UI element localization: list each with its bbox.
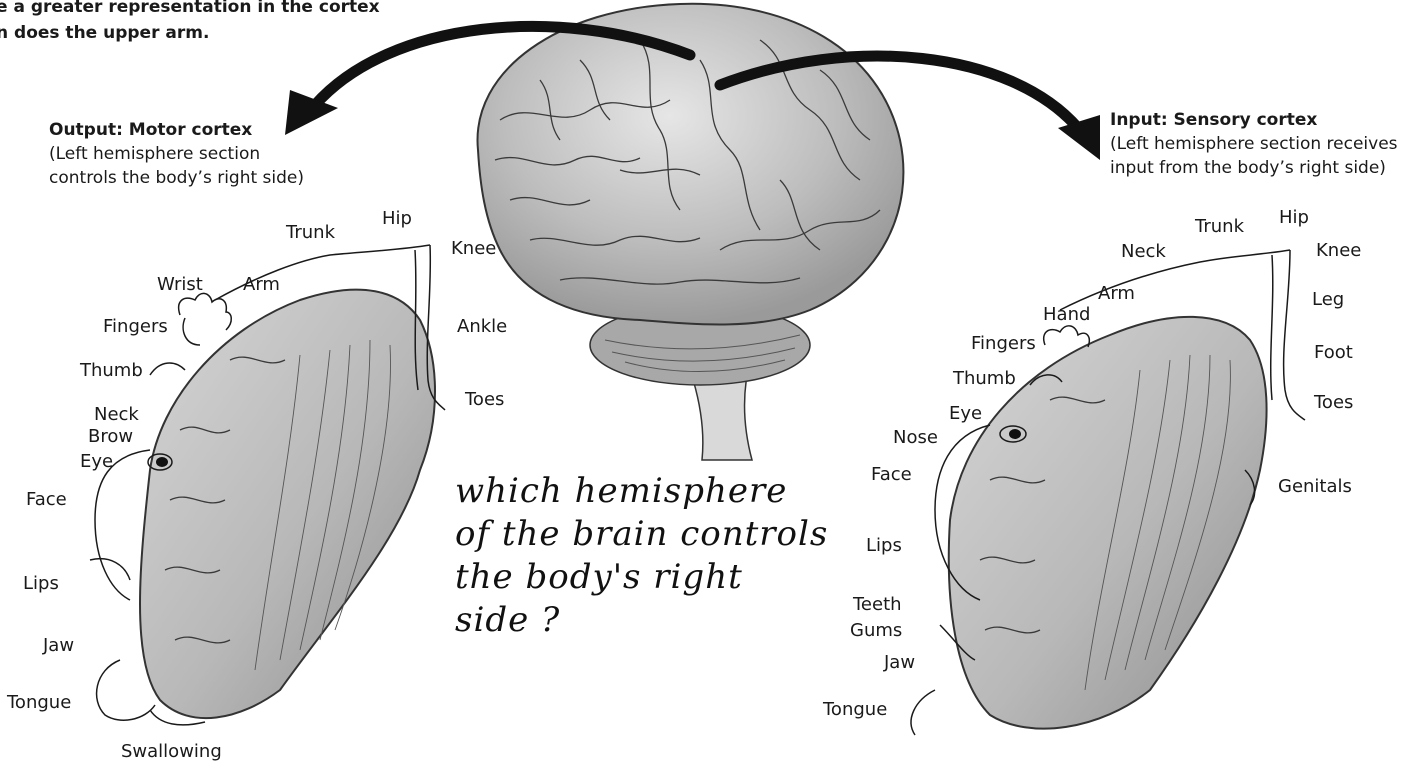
motor-label-wrist: Wrist: [157, 274, 203, 296]
motor-label-fingers: Fingers: [103, 316, 168, 338]
motor-label-brow: Brow: [88, 426, 133, 448]
motor-label-lips: Lips: [23, 573, 59, 595]
sensory-cortex-desc-2: input from the body’s right side): [1110, 156, 1398, 180]
motor-label-face: Face: [26, 489, 67, 511]
sensory-label-thumb: Thumb: [953, 368, 1016, 390]
sensory-label-eye: Eye: [949, 403, 982, 425]
sensory-label-teeth: Teeth: [853, 594, 902, 616]
motor-cortex-title: Output: Motor cortex: [49, 118, 304, 142]
motor-label-swallowing: Swallowing: [121, 741, 222, 763]
motor-label-knee: Knee: [451, 238, 496, 260]
motor-cortex-desc-2: controls the body’s right side): [49, 166, 304, 190]
motor-label-ankle: Ankle: [457, 316, 507, 338]
sensory-cortex-caption: Input: Sensory cortex (Left hemisphere s…: [1110, 108, 1398, 180]
handwritten-line-3: the body's right: [455, 556, 828, 599]
sensory-label-fingers: Fingers: [971, 333, 1036, 355]
motor-label-tongue: Tongue: [7, 692, 71, 714]
sensory-label-foot: Foot: [1314, 342, 1353, 364]
sensory-label-jaw: Jaw: [884, 652, 915, 674]
motor-label-thumb: Thumb: [80, 360, 143, 382]
motor-label-toes: Toes: [465, 389, 504, 411]
brain-illustration: [478, 4, 904, 460]
sensory-cortex-illustration: [911, 250, 1305, 735]
motor-cortex-caption: Output: Motor cortex (Left hemisphere se…: [49, 118, 304, 190]
handwritten-line-2: of the brain controls: [455, 513, 828, 556]
sensory-label-face: Face: [871, 464, 912, 486]
handwritten-line-1: which hemisphere: [455, 470, 828, 513]
handwritten-line-4: side ?: [455, 599, 828, 642]
sensory-label-hip: Hip: [1279, 207, 1309, 229]
sensory-label-gums: Gums: [850, 620, 902, 642]
handwritten-question: which hemisphere of the brain controls t…: [455, 470, 828, 642]
motor-label-hip: Hip: [382, 208, 412, 230]
sensory-label-nose: Nose: [893, 427, 938, 449]
sensory-label-genitals: Genitals: [1278, 476, 1352, 498]
sensory-label-toes: Toes: [1314, 392, 1353, 414]
sensory-label-hand: Hand: [1043, 304, 1090, 326]
motor-label-neck: Neck: [94, 404, 139, 426]
sensory-label-neck: Neck: [1121, 241, 1166, 263]
top-caption-line-1: e a greater representation in the cortex: [0, 0, 380, 20]
sensory-cortex-title: Input: Sensory cortex: [1110, 108, 1398, 132]
motor-label-jaw: Jaw: [43, 635, 74, 657]
top-caption: e a greater representation in the cortex…: [0, 0, 380, 46]
top-caption-line-2: n does the upper arm.: [0, 20, 380, 46]
sensory-label-tongue: Tongue: [823, 699, 887, 721]
sensory-label-knee: Knee: [1316, 240, 1361, 262]
motor-cortex-desc-1: (Left hemisphere section: [49, 142, 304, 166]
motor-label-eye: Eye: [80, 451, 113, 473]
sensory-label-arm: Arm: [1098, 283, 1135, 305]
sensory-label-trunk: Trunk: [1195, 216, 1244, 238]
sensory-cortex-desc-1: (Left hemisphere section receives: [1110, 132, 1398, 156]
motor-label-trunk: Trunk: [286, 222, 335, 244]
sensory-label-lips: Lips: [866, 535, 902, 557]
sensory-label-leg: Leg: [1312, 289, 1344, 311]
motor-label-arm: Arm: [243, 274, 280, 296]
